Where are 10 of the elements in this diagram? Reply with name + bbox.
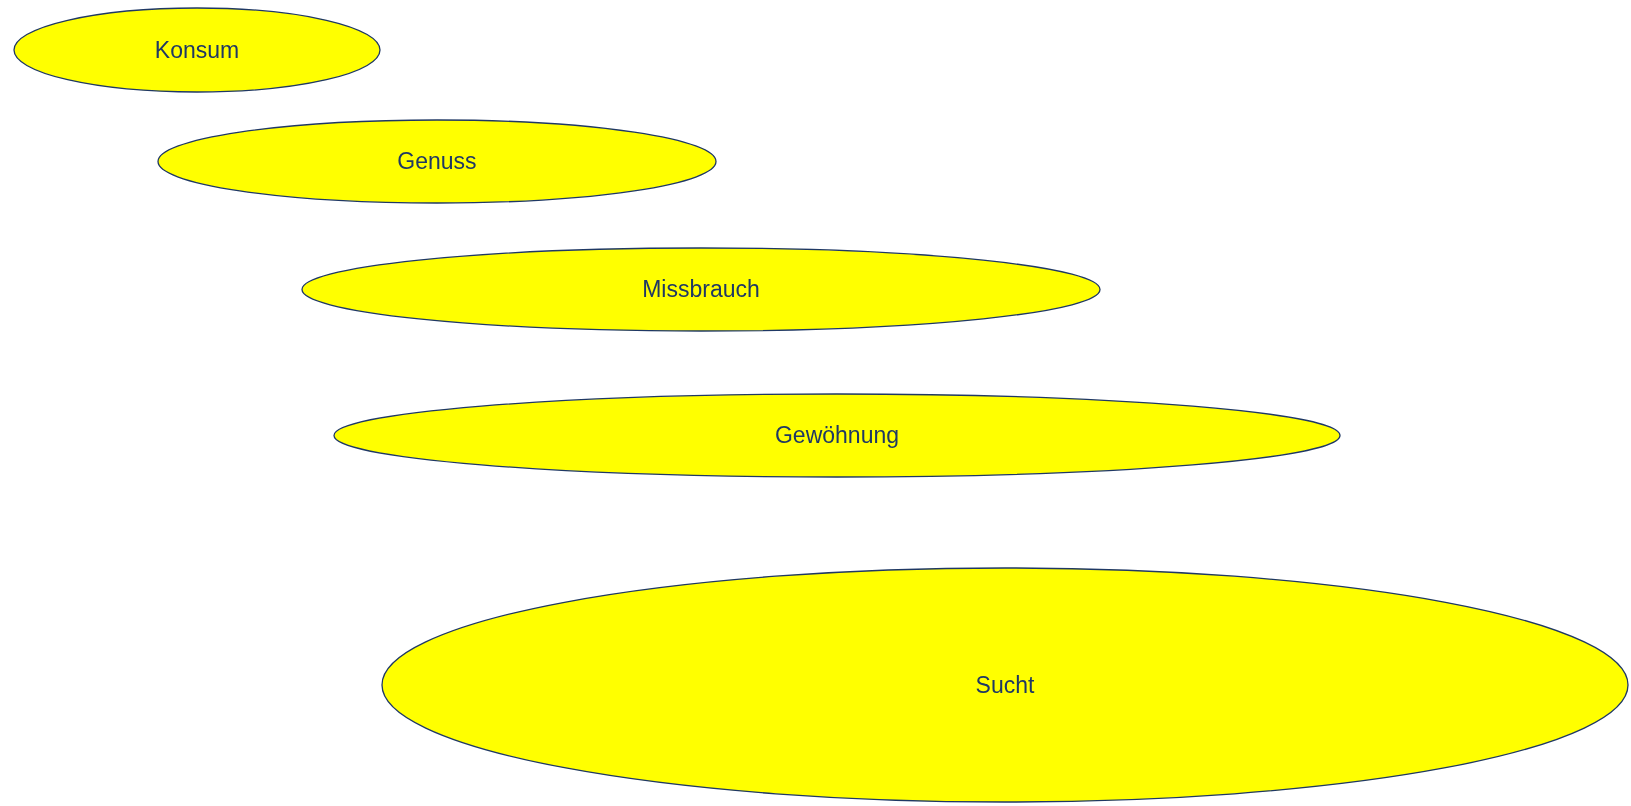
node-label: Gewöhnung bbox=[774, 422, 899, 449]
node-label: Konsum bbox=[154, 36, 240, 64]
node-label: Sucht bbox=[975, 671, 1035, 699]
ellipse-node bbox=[381, 567, 1629, 803]
ellipse-node bbox=[333, 393, 1341, 478]
ellipse-node bbox=[301, 247, 1101, 332]
node-label: Genuss bbox=[397, 148, 477, 175]
ellipse-node bbox=[157, 119, 717, 204]
ellipse-node bbox=[13, 7, 381, 93]
node-label: Missbrauch bbox=[642, 276, 760, 303]
